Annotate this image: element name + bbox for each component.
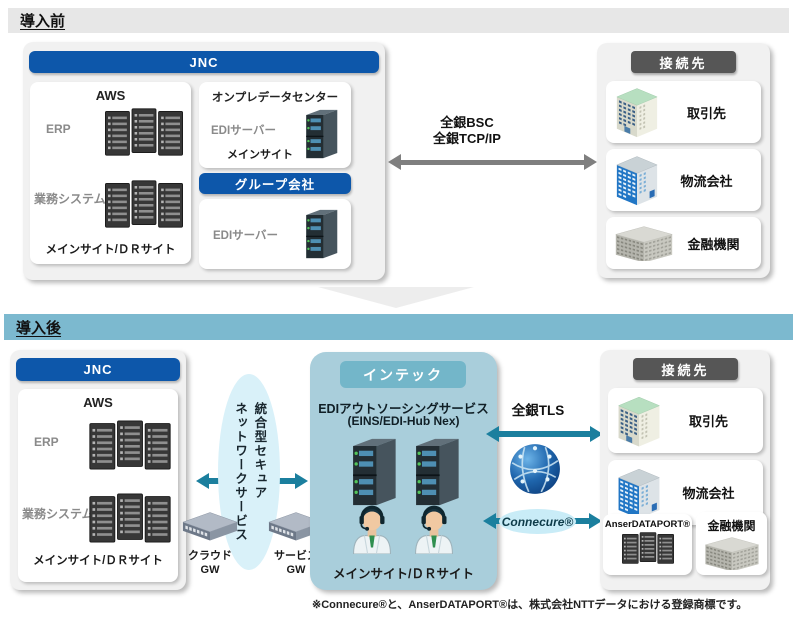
logistics-building-icon [614,154,660,206]
intec-header: インテック [340,361,466,388]
partner-building-icon [614,86,660,138]
edi-server-icon [346,432,398,512]
secure-network-line1: 統合型セキュア [252,402,267,500]
section-band-before: 導入前 [8,8,789,33]
eins-edihub-label: (EINS/EDI-Hub Nex) [347,414,460,428]
logistics-label: 物流会社 [682,486,735,501]
destination-card-partner: 取引先 [606,81,761,143]
destination-card-bank: 金融機関 [606,217,761,269]
zengin-tls-label: 全銀TLS [511,403,565,418]
erp-label: ERP [34,435,59,449]
erp-label: ERP [46,122,71,136]
connecure-badge: Connecure® [499,509,576,534]
edi-server-icon [301,205,339,263]
business-system-label: 業務システム [22,507,94,521]
operator-icon [412,504,456,554]
main-dr-site-label: メインサイト/ＤＲサイト [45,244,176,256]
server-cluster-icon [616,532,680,564]
main-site-label: メインサイト [227,149,293,161]
jnc-panel-before: JNC AWS ERP 業務システム メインサイト/ＤＲサイト オンプレデータセ… [23,42,385,280]
trademark-footnote: ※Connecure®と、AnserDATAPORT®は、株式会社NTTデータに… [312,599,748,611]
destinations-header: 接続先 [631,51,736,73]
secure-network-line2: ネットワークサービス [233,402,247,542]
edi-server-label: EDIサーバー [213,230,279,242]
bank-building-icon [614,225,674,261]
jnc-header: JNC [16,358,180,381]
zengin-bsc-line2: 全銀TCP/IP [433,131,501,147]
destinations-panel-before: 接続先 取引先 物流会社 金融機関 [597,43,770,278]
jnc-panel-after: JNC AWS ERP 業務システム メインサイト/ＤＲサイト [10,350,186,590]
network-switch-icon [181,510,239,544]
group-company-header: グループ会社 [199,173,351,194]
transition-chevron-icon [318,287,474,308]
server-cluster-icon [104,108,184,156]
main-dr-site-label: メインサイト/ＤＲサイト [33,555,163,567]
edi-server-icon [301,106,339,162]
partner-label: 取引先 [686,105,726,121]
aws-box-after: AWS ERP 業務システム メインサイト/ＤＲサイト [18,389,178,582]
zengin-bsc-label: 全銀BSC 全銀TCP/IP [397,115,537,148]
bank-label: 金融機関 [687,236,740,252]
destination-card-logistics: 物流会社 [606,149,761,211]
cloud-gw-line1: クラウド [188,550,232,562]
section-title-after: 導入後 [16,319,62,337]
anser-dataport-card: AnserDATAPORT® [603,514,692,575]
destination-card-bank: 金融機関 [696,512,767,575]
edi-server-icon [409,432,461,512]
edi-outsourcing-label: EDIアウトソーシングサービス [318,402,489,416]
operator-icon [350,504,394,554]
cloud-gw-label: クラウド GW [176,549,244,578]
edi-server-label: EDIサーバー [211,125,277,137]
server-cluster-icon [88,493,172,543]
destination-card-partner: 取引先 [608,388,763,453]
onprem-title: オンプレデータセンター [211,92,339,104]
service-gw-line2: GW [286,564,306,577]
section-band-after: 導入後 [4,314,793,340]
logistics-building-icon [616,466,662,520]
main-dr-site-label: メインサイト/ＤＲサイト [333,567,474,581]
server-cluster-icon [104,180,184,228]
destinations-panel-after: 接続先 取引先 物流会社 AnserDATAPORT® 金融機関 [600,350,770,590]
server-cluster-icon [88,420,172,470]
globe-icon [508,442,562,496]
partner-label: 取引先 [688,414,728,429]
jnc-header: JNC [29,51,379,73]
onprem-box: オンプレデータセンター EDIサーバー メインサイト [199,82,351,168]
service-gw-line1: サービス [274,550,318,562]
secure-network-label: 統合型セキュア ネットワークサービス [230,402,269,542]
logistics-label: 物流会社 [680,173,733,189]
section-title-before: 導入前 [20,13,66,30]
group-edi-box: EDIサーバー [199,199,351,269]
intec-panel: インテック EDIアウトソーシングサービス (EINS/EDI-Hub Nex)… [310,352,497,590]
bank-building-icon [703,536,761,570]
aws-title: AWS [83,395,113,410]
secure-network-ellipse: 統合型セキュア ネットワークサービス [218,374,280,570]
partner-building-icon [616,394,662,448]
destinations-header: 接続先 [633,358,738,380]
service-gw-label: サービス GW [262,549,330,578]
aws-title: AWS [95,88,126,103]
zengin-bsc-line1: 全銀BSC [440,115,494,130]
anser-dataport-label: AnserDATAPORT® [604,519,691,530]
aws-box-before: AWS ERP 業務システム メインサイト/ＤＲサイト [30,82,191,264]
cloud-gw-line2: GW [200,564,220,577]
bank-label: 金融機関 [707,519,756,533]
business-system-label: 業務システム [34,192,106,206]
